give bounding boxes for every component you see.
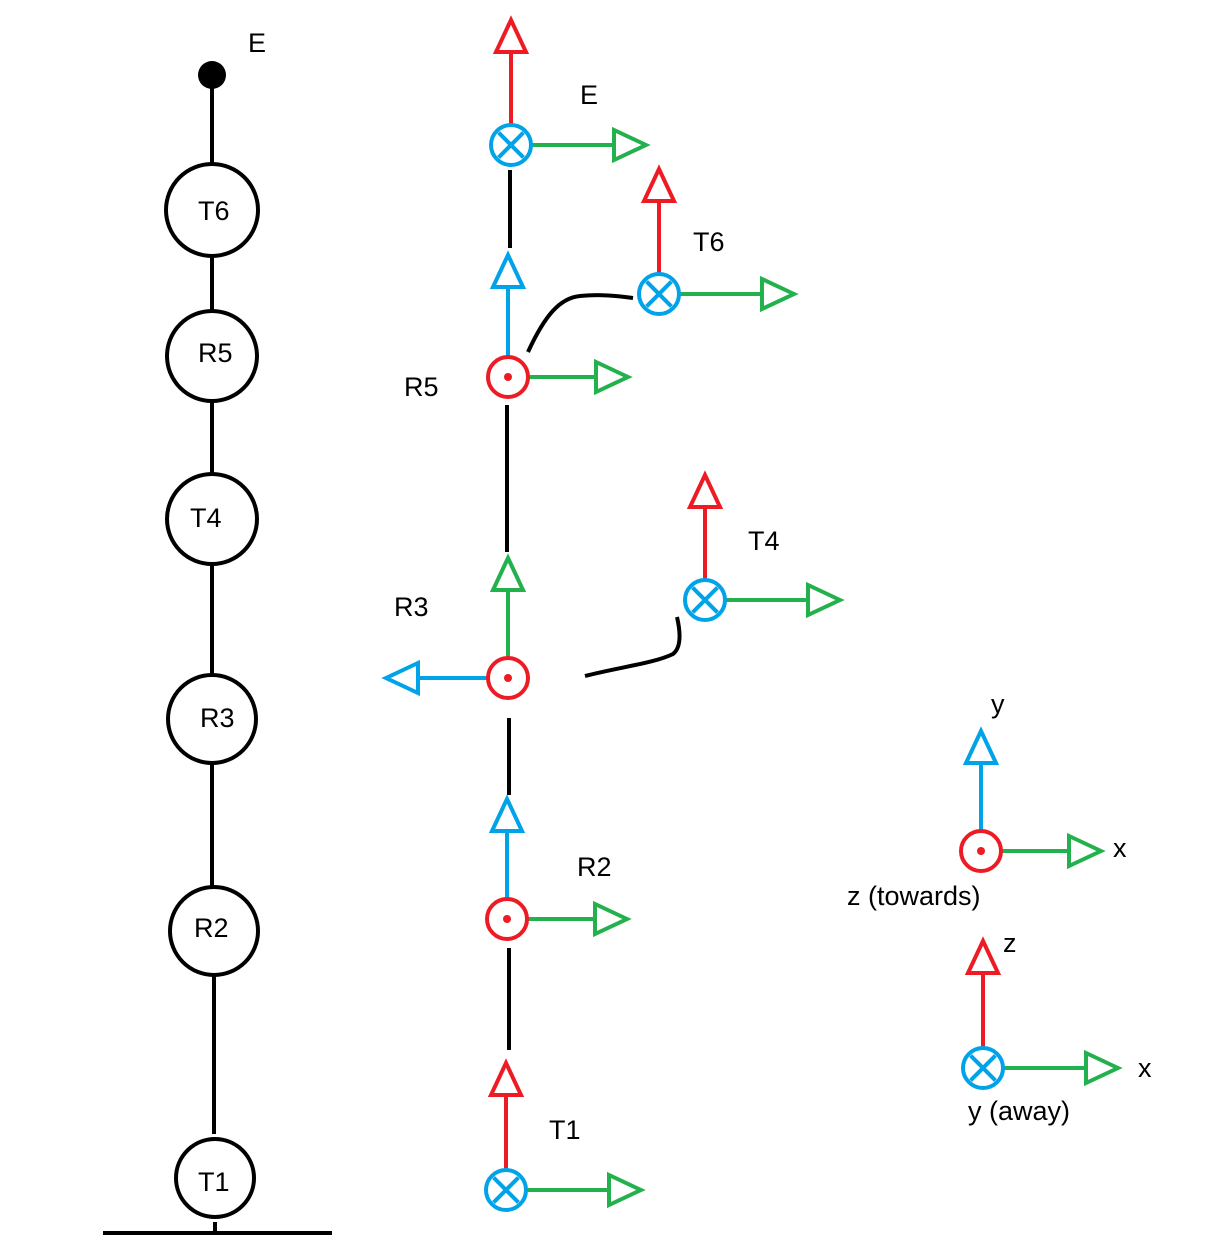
legend-towards-origin-label: z (towards) xyxy=(847,881,981,911)
frame-r3-label: R3 xyxy=(394,592,429,622)
joint-r3-label: R3 xyxy=(200,703,235,733)
frame-t6-label: T6 xyxy=(693,227,725,257)
frame-r5 xyxy=(486,250,633,399)
frame-e-x-axis-arrow-head xyxy=(612,126,651,164)
legend-away-frame-x-axis-arrow-head xyxy=(1084,1049,1123,1087)
frame-r5-y-axis-arrow-head xyxy=(489,250,527,289)
frame-t1-label: T1 xyxy=(549,1115,581,1145)
joint-t6-label: T6 xyxy=(198,196,230,226)
frame-r2-origin-dot xyxy=(503,915,511,923)
legend-towards-x-label: x xyxy=(1113,833,1127,863)
frame-r2 xyxy=(485,794,632,941)
frame-r5-label: R5 xyxy=(404,372,439,402)
coordinate-frames xyxy=(381,15,1123,1212)
joint-r2-circle xyxy=(168,885,260,977)
joint-r5-label: R5 xyxy=(198,338,233,368)
frame-t1 xyxy=(484,1058,646,1212)
frame-r5-x-axis-arrow-head xyxy=(594,358,633,396)
offset-curve-r5-t6 xyxy=(526,293,634,353)
frame-r2-y-axis-arrow-head xyxy=(488,794,526,833)
frame-e-z-axis-arrow-head xyxy=(492,15,530,54)
legend-away-x-label: x xyxy=(1138,1053,1152,1083)
frame-labels: E T6 R5 T4 R3 R2 T1 xyxy=(394,80,780,1145)
joint-t1-circle xyxy=(174,1137,256,1219)
frame-t4-origin-cross-b xyxy=(691,586,719,614)
legend-towards-y-label: y xyxy=(991,689,1005,719)
joint-r2-label: R2 xyxy=(194,913,229,943)
end-effector-dot xyxy=(198,61,226,89)
legend-away-origin-label: y (away) xyxy=(968,1096,1070,1126)
joint-t6-circle xyxy=(164,162,260,258)
joint-chain-labels: E T6 R5 T4 R3 R2 T1 xyxy=(190,28,266,1197)
frame-t1-origin-cross-b xyxy=(492,1176,520,1204)
frame-r3-origin-dot xyxy=(504,674,512,682)
frame-r5-origin-dot xyxy=(504,373,512,381)
joint-t4-label: T4 xyxy=(190,503,222,533)
offset-curve-r3-t4 xyxy=(584,616,682,678)
frame-t4 xyxy=(683,470,845,622)
frame-t6 xyxy=(637,164,799,316)
frame-r3-y-axis-arrow-head xyxy=(381,659,420,697)
frame-links xyxy=(505,170,682,1050)
end-label: E xyxy=(248,28,266,58)
legend-towards-frame-y-axis-arrow-head xyxy=(962,726,1000,765)
legend-towards-frame-origin-dot xyxy=(977,847,985,855)
frame-e-origin-cross-b xyxy=(497,131,525,159)
joint-t1-label: T1 xyxy=(198,1167,230,1197)
joint-t4-circle xyxy=(165,472,259,566)
frame-r2-x-axis-arrow-head xyxy=(593,900,632,938)
frame-t6-z-axis-arrow-head xyxy=(640,164,678,203)
frame-e xyxy=(489,15,651,167)
joint-r3-circle xyxy=(166,673,258,765)
frame-t4-z-axis-arrow-head xyxy=(686,470,724,509)
frame-r3 xyxy=(381,553,530,700)
frame-r3-x-axis-arrow-head xyxy=(489,553,527,592)
frame-t4-x-axis-arrow-head xyxy=(806,581,845,619)
frame-r2-label: R2 xyxy=(577,852,612,882)
frame-t4-label: T4 xyxy=(748,526,780,556)
legend-towards-frame xyxy=(959,726,1106,873)
legend-away-z-label: z xyxy=(1003,928,1017,958)
frame-t1-x-axis-arrow-head xyxy=(607,1171,646,1209)
legend-towards-frame-x-axis-arrow-head xyxy=(1067,832,1106,870)
frame-t6-x-axis-arrow-head xyxy=(760,275,799,313)
frame-t1-z-axis-arrow-head xyxy=(487,1058,525,1097)
legend-away-frame-origin-cross-b xyxy=(969,1054,997,1082)
frame-t6-origin-cross-b xyxy=(645,280,673,308)
legend: y x z (towards) z x y (away) xyxy=(847,689,1152,1126)
joint-chain xyxy=(103,61,332,1235)
legend-away-frame xyxy=(961,936,1123,1090)
frame-e-label: E xyxy=(580,80,598,110)
joint-r5-circle xyxy=(165,309,259,403)
legend-away-frame-z-axis-arrow-head xyxy=(964,936,1002,975)
